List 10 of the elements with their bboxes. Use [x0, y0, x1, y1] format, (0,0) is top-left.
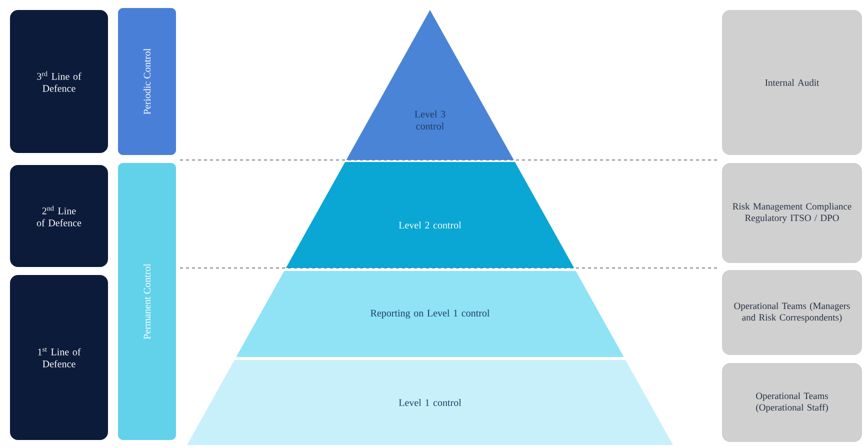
pyramid-level: Level 2 control — [286, 162, 574, 268]
control-bar: Permanent Control — [118, 163, 176, 440]
role-box: Operational Teams (Managers and Risk Correspondents) — [722, 270, 862, 355]
role-box: Internal Audit — [722, 10, 862, 155]
pyramid-level: Level 1 control — [187, 360, 673, 445]
role-box: Operational Teams (Operational Staff) — [722, 363, 862, 442]
pyramid-level: Reporting on Level 1 control — [236, 271, 624, 357]
pyramid-level: Level 3 control — [346, 10, 514, 160]
role-box: Risk Management Compliance Regulatory ITSO / DPO — [722, 163, 862, 263]
control-bar: Periodic Control — [118, 8, 176, 155]
